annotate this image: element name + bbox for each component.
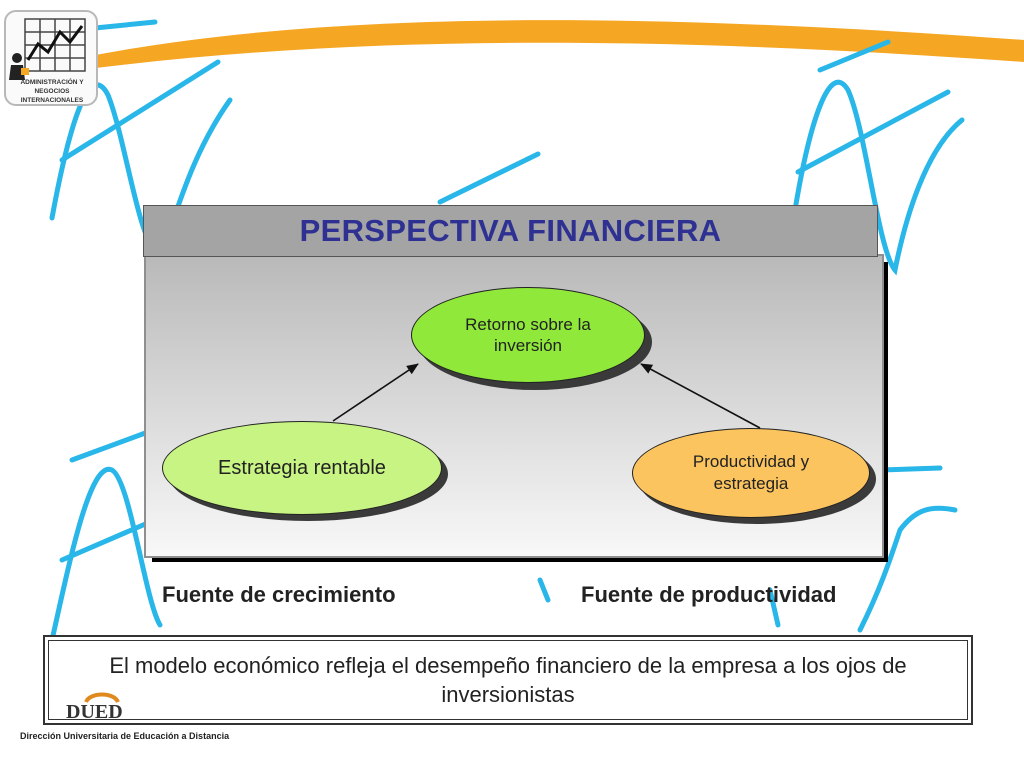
dued-logo: DUED [66,692,123,722]
statement-inner-frame: El modelo económico refleja el desempeño… [48,640,968,720]
node-label: Productividad y estrategia [692,452,810,493]
cyan-scribbles [49,19,965,643]
program-logo: ADMINISTRACIÓN Y NEGOCIOS INTERNACIONALE… [4,10,98,106]
diagram-title-bar: PERSPECTIVA FINANCIERA [143,205,878,257]
node-retorno-sobre-inversion: Retorno sobre la inversión [411,287,645,383]
institution-name: Dirección Universitaria de Educación a D… [20,731,230,741]
statement-box: El modelo económico refleja el desempeño… [43,635,973,725]
line-chart-icon [24,18,86,72]
orange-swoosh [80,20,1024,70]
node-label: Estrategia rentable [218,456,386,479]
dued-logo-text: DUED [66,701,123,722]
source-label-productividad: Fuente de productividad [581,582,837,607]
node-estrategia-rentable: Estrategia rentable [162,421,442,515]
person-icon [9,53,29,80]
source-label-crecimiento: Fuente de crecimiento [162,582,396,607]
statement-text: El modelo económico refleja el desempeño… [109,653,907,707]
diagram-title: PERSPECTIVA FINANCIERA [299,213,722,248]
node-productividad-estrategia: Productividad y estrategia [632,428,870,518]
program-logo-text: ADMINISTRACIÓN Y NEGOCIOS INTERNACIONALE… [20,79,84,104]
node-label: Retorno sobre la inversión [465,315,591,355]
